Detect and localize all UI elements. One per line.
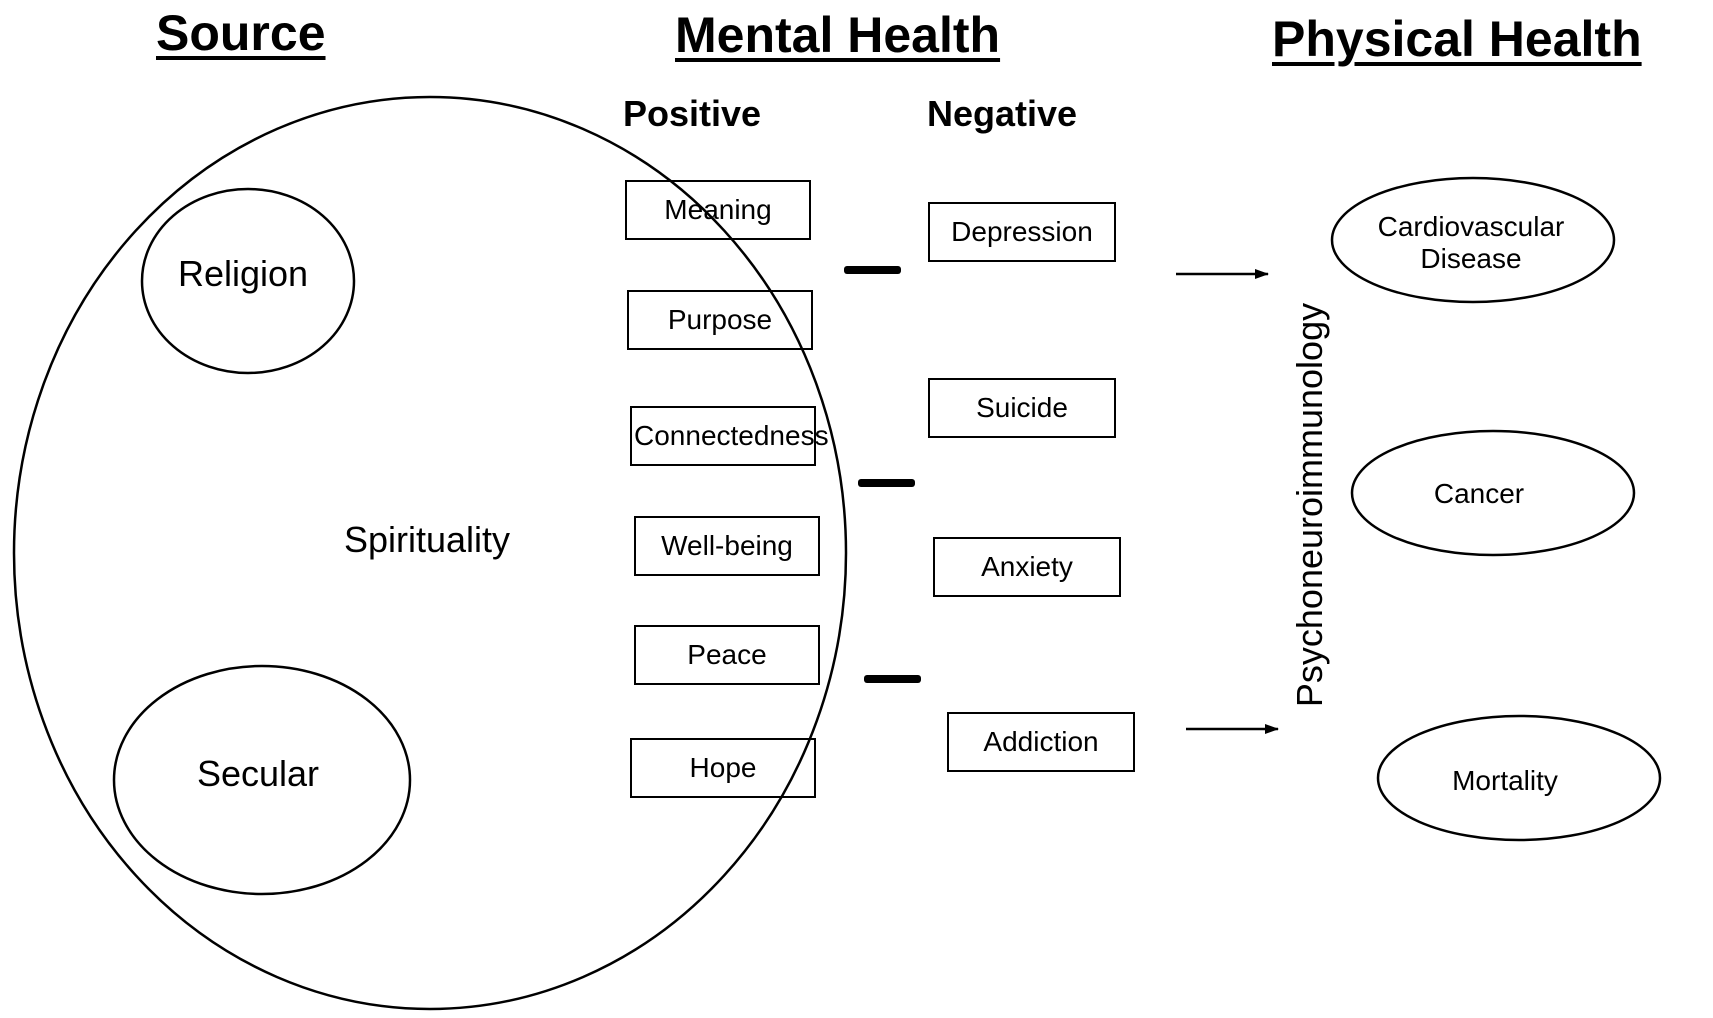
- spirituality-label: Spirituality: [343, 519, 511, 560]
- outcome-label-mortality: Mortality: [1452, 765, 1558, 797]
- secular-circle: [112, 664, 412, 896]
- outcome-label-cancer: Cancer: [1434, 478, 1524, 510]
- positive-box-meaning: Meaning: [625, 180, 811, 240]
- outcome-line1-cancer: Cancer: [1433, 477, 1525, 509]
- mediator-label: Psychoneuroimmunology: [1289, 302, 1330, 708]
- negative-box-addiction: Addiction: [947, 712, 1135, 772]
- positive-label-meaning: Meaning: [664, 194, 772, 225]
- positive-box-peace: Peace: [634, 625, 820, 685]
- cancer-ellipse: [1350, 429, 1636, 557]
- heading-source: Source: [156, 5, 326, 61]
- spirituality-circle: [12, 95, 848, 1011]
- negative-label-depression: Depression: [951, 216, 1093, 247]
- mortality-ellipse: [1376, 714, 1662, 842]
- positive-label-connectedness: Connectedness: [634, 420, 829, 451]
- negative-box-anxiety: Anxiety: [933, 537, 1121, 597]
- positive-box-well-being: Well-being: [634, 516, 820, 576]
- heading-physical-health: Physical Health: [1272, 11, 1642, 67]
- negative-relation-dash-bottom: [864, 675, 921, 683]
- religion-label: Religion: [177, 253, 309, 294]
- negative-label-addiction: Addiction: [983, 726, 1099, 757]
- subheading-negative: Negative: [927, 93, 1078, 134]
- negative-label-anxiety: Anxiety: [981, 551, 1073, 582]
- outcome-line1-mortality: Mortality: [1452, 764, 1558, 796]
- outcome-line1-cardiovascular: Cardiovascular: [1377, 210, 1565, 242]
- outcome-line2-disease: Disease: [1420, 243, 1522, 274]
- positive-box-connectedness: Connectedness: [630, 406, 829, 466]
- positive-box-hope: Hope: [630, 738, 816, 798]
- positive-box-purpose: Purpose: [627, 290, 813, 350]
- positive-label-well-being: Well-being: [661, 530, 793, 561]
- subheading-positive: Positive: [623, 93, 762, 134]
- positive-label-purpose: Purpose: [667, 304, 773, 335]
- outcome-label-cardiovascular-disease: Cardiovascular Disease: [1378, 211, 1565, 275]
- negative-relation-dash-top: [844, 266, 901, 274]
- cardiovascular-ellipse: [1330, 176, 1616, 304]
- secular-label: Secular: [196, 753, 320, 794]
- positive-label-hope: Hope: [689, 752, 757, 783]
- positive-label-peace: Peace: [687, 639, 767, 670]
- negative-box-depression: Depression: [928, 202, 1116, 262]
- negative-relation-dash-middle: [858, 479, 915, 487]
- heading-mental-health: Mental Health: [675, 7, 1001, 63]
- negative-label-suicide: Suicide: [976, 392, 1068, 423]
- negative-box-suicide: Suicide: [928, 378, 1116, 438]
- religion-circle: [140, 187, 356, 375]
